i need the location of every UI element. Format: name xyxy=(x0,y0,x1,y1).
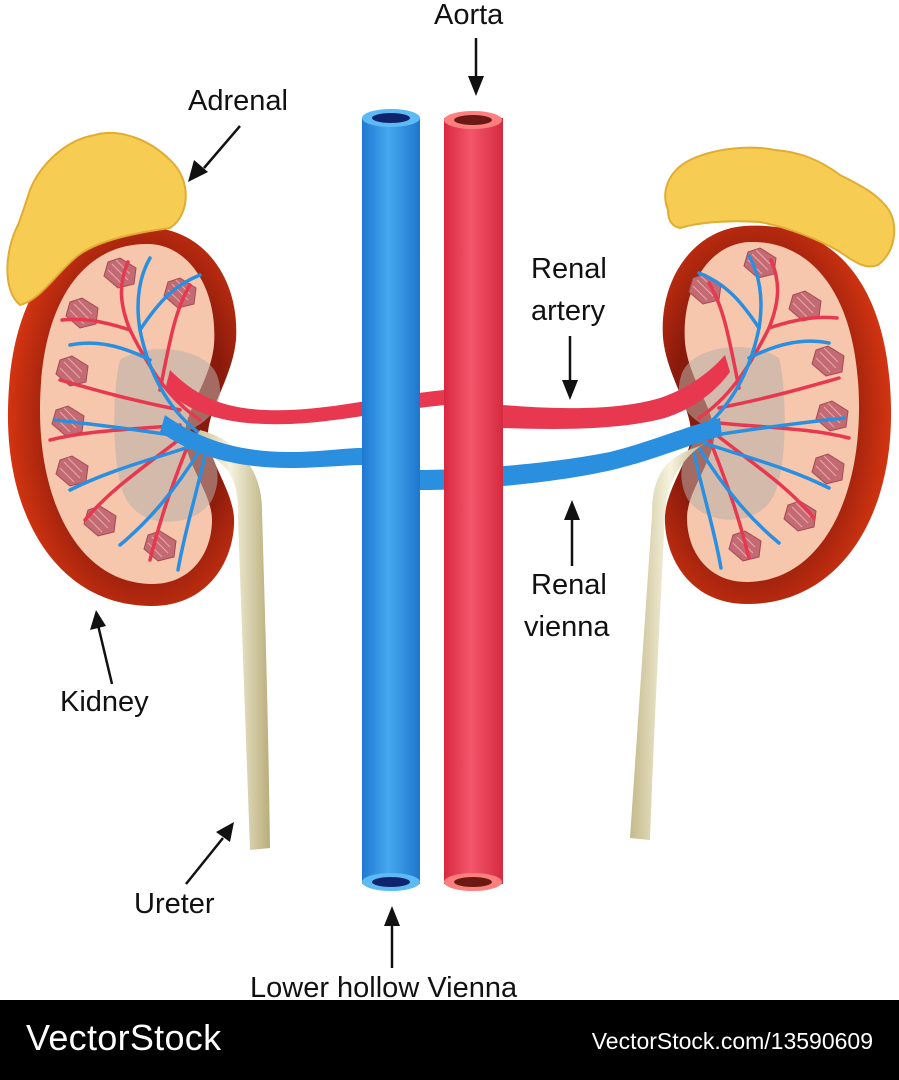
left-renal-vein xyxy=(160,415,362,468)
image-url-text: VectorStock.com/13590609 xyxy=(591,1028,873,1054)
right-kidney xyxy=(662,225,892,605)
right-renal-vein-branches xyxy=(687,254,846,570)
aorta-label: Aorta xyxy=(434,0,504,31)
right-renal-artery xyxy=(503,355,730,429)
right-renal-artery-branches xyxy=(697,258,851,560)
kidney-anatomy-diagram: Aorta Adrenal Renal artery Renal vienna … xyxy=(6,0,896,1000)
inferior-vena-cava xyxy=(362,109,420,891)
left-renal-vein-branches xyxy=(53,256,212,572)
right-ureter xyxy=(630,440,710,840)
left-kidney xyxy=(7,227,237,607)
adrenal-arrow xyxy=(203,125,241,169)
kidney-arrow xyxy=(96,624,114,685)
adrenal-label: Adrenal xyxy=(188,85,288,117)
lower-hollow-vienna-label: Lower hollow Vienna xyxy=(250,972,518,1000)
aorta-vessel xyxy=(444,111,503,891)
brand-logo-text: VectorStock xyxy=(26,1017,222,1058)
renal-artery-label-line1: Renal xyxy=(531,253,607,285)
ureter-label: Ureter xyxy=(134,888,215,920)
watermark-footer: VectorStock VectorStock.com/13590609 xyxy=(0,1000,899,1080)
right-adrenal-gland xyxy=(664,146,896,268)
renal-vienna-label-line2: vienna xyxy=(524,611,610,643)
label-arrows xyxy=(90,38,580,968)
left-renal-artery-branches xyxy=(48,260,202,562)
kidney-label: Kidney xyxy=(60,686,149,718)
left-adrenal-gland xyxy=(6,131,187,307)
left-ureter xyxy=(190,430,270,850)
renal-vienna-label-line1: Renal xyxy=(531,569,607,601)
renal-artery-label-line2: artery xyxy=(531,295,606,327)
ureter-arrow xyxy=(185,837,224,885)
